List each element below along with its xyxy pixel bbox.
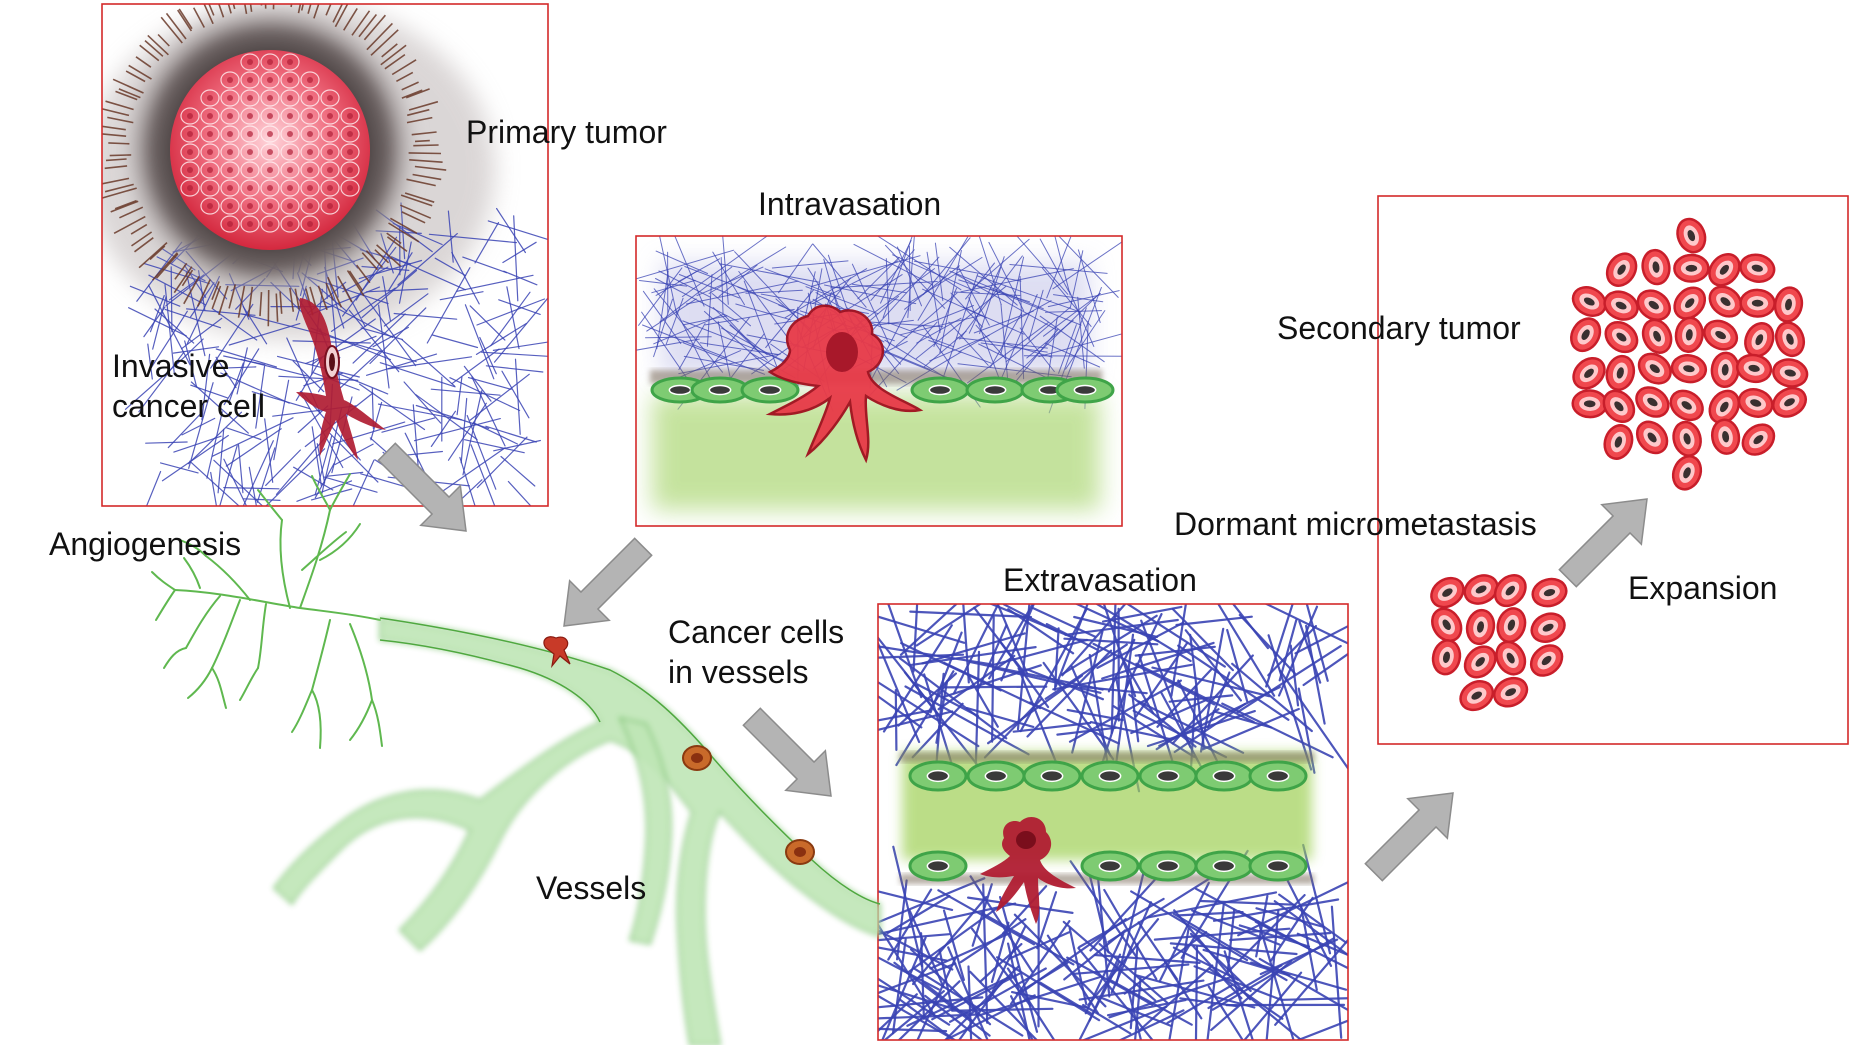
primary-tumor-panel — [101, 3, 549, 507]
angiogenesis-sprouts — [151, 473, 383, 749]
arrow-icon-1 — [377, 442, 467, 532]
cancer-cell-in-vessel-2 — [682, 745, 712, 771]
angiogenesis-label: Angiogenesis — [49, 526, 242, 562]
invasive-cancer-cell-label: Invasive cancer cell — [112, 346, 265, 426]
invasive-cancer-cell-shape — [296, 298, 386, 460]
vessel-network — [151, 473, 881, 1045]
secondary-tumor-cluster — [1570, 217, 1809, 491]
tumor-cells-grid — [180, 53, 360, 233]
arrow-icon-5 — [1558, 498, 1648, 588]
cancer-cells-in-vessels-label: Cancer cells in vessels — [668, 612, 844, 692]
collagen-fibers-extravasation-top — [878, 604, 1348, 793]
primary-tumor-label: Primary tumor — [466, 114, 667, 150]
secondary-tumor-panel — [1377, 195, 1849, 745]
tumor-invasive-spikes — [102, 4, 447, 327]
extravasation-panel — [877, 603, 1349, 1041]
expansion-label: Expansion — [1628, 570, 1778, 606]
intravasation-label: Intravasation — [758, 186, 942, 222]
endothelial-layers-extravasation — [908, 760, 1308, 882]
dormant-micrometastasis-cluster — [1430, 574, 1568, 712]
invasive-cancer-cell-label-line-1: Invasive — [112, 348, 230, 384]
cancer-cell-in-vessel-3 — [785, 839, 815, 865]
vessels-label: Vessels — [536, 870, 647, 906]
extravasating-cell-shape — [980, 817, 1076, 924]
collagen-fibers-extravasation-bottom — [878, 843, 1348, 1040]
dormant-micrometastasis-label: Dormant micrometastasis — [1174, 506, 1537, 542]
intravasation-panel — [635, 235, 1123, 527]
secondary-tumor-label: Secondary tumor — [1277, 310, 1521, 346]
arrow-icon-3 — [742, 707, 832, 797]
endothelial-layer-intravasation — [650, 376, 1115, 404]
arrow-icon-4 — [1364, 792, 1454, 882]
intravasating-cell-shape — [765, 304, 924, 464]
cancer-cells-in-vessels-label-line-2: in vessels — [668, 654, 809, 690]
extravasation-label: Extravasation — [1003, 562, 1197, 598]
invasive-cancer-cell-label-line-2: cancer cell — [112, 388, 265, 424]
cancer-cells-in-vessels-label-line-1: Cancer cells — [668, 614, 845, 650]
arrow-icon-2 — [563, 537, 653, 627]
vessel-lumen — [652, 395, 1100, 510]
cancer-cell-in-vessel-1 — [543, 636, 571, 669]
flow-arrows — [377, 442, 1648, 882]
